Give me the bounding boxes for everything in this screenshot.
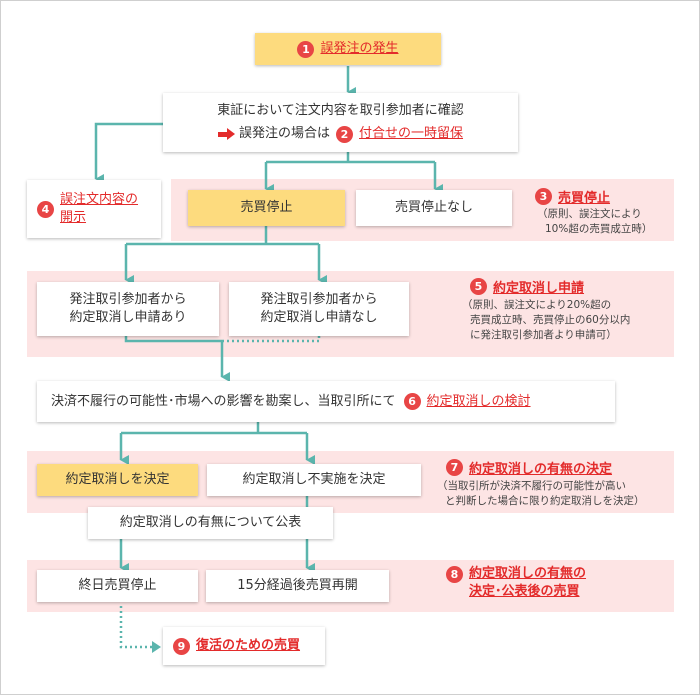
cancel-request-yes-box: 発注取引参加者から 約定取消し申請あり [37,282,219,336]
step-9-number: 9 [173,637,190,655]
consider-box: 決済不履行の可能性･市場への影響を勘案し、当取引所にて 6 約定取消しの検討 [37,381,615,422]
arrow-confirm-split [266,152,435,164]
halt-box: 売買停止 [188,190,345,226]
step-7-label: 7 約定取消しの有無の決定 [446,458,612,477]
step-9-link[interactable]: 復活のための売買 [196,638,301,653]
cancel-request-yes-line1: 発注取引参加者から [69,292,187,307]
step-6-link[interactable]: 約定取消しの検討 [426,393,531,409]
step-1-box: 1 誤発注の発生 [255,33,441,65]
step-2-number: 2 [336,125,353,143]
step-7-link[interactable]: 約定取消しの有無の決定 [469,462,613,477]
step-5-note-line2: 売買成立時、売買停止の60分以内 [470,314,631,326]
step-7-note-line2: と判断した場合に限り約定取消しを決定） [445,495,645,507]
cancel-request-no-line1: 発注取引参加者から [260,292,378,307]
cancel-request-no-line2: 約定取消し申請なし [260,310,378,325]
step-3-note: （原則、誤注文により 10%超の売買成立時） [537,207,652,237]
arrow-halt-split [126,226,319,246]
arrow-allday-to-9-dotted [119,606,153,649]
announce-box: 約定取消しの有無について公表 [88,507,333,539]
step-5-note: （原則、誤注文により20%超の 売買成立時、売買停止の60分以内 に発注取引参加… [462,298,630,343]
step-1-link[interactable]: 誤発注の発生 [320,41,399,56]
no-halt-box: 売買停止なし [356,190,512,226]
step-4-link-line2[interactable]: 開示 [60,210,87,225]
step-5-link[interactable]: 約定取消し申請 [493,281,585,296]
step-1-number: 1 [297,40,315,58]
step-4-number: 4 [37,200,54,218]
cancel-decided-box: 約定取消しを決定 [37,464,198,496]
confirm-line2: 誤発注の場合は 2 付合せの一時留保 [217,125,464,143]
confirm-line2-prefix: 誤発注の場合は [238,126,330,141]
cancel-request-yes-line2: 約定取消し申請あり [69,310,187,325]
step-5-note-line1: （原則、誤注文により20%超の [462,299,612,311]
step-7-note-line1: （当取引所が決済不履行の可能性が高い [437,480,626,492]
confirm-line1: 東証において注文内容を取引参加者に確認 [217,103,464,118]
step-2-link[interactable]: 付合せの一時留保 [359,126,464,141]
red-arrow-head-icon [226,128,235,140]
step-7-number: 7 [446,459,463,476]
step-3-note-line2: 10%超の売買成立時） [545,223,653,235]
arrow-req-no-dotted [222,336,321,343]
confirm-box: 東証において注文内容を取引参加者に確認 誤発注の場合は 2 付合せの一時留保 [163,93,518,152]
arrow-consider-split [121,422,307,435]
cancel-not-box: 約定取消し不実施を決定 [207,464,421,496]
step-3-link[interactable]: 売買停止 [558,191,611,206]
step-8-number: 8 [446,566,463,583]
step-5-number: 5 [470,278,487,295]
consider-text: 決済不履行の可能性･市場への影響を勘案し、当取引所にて [51,393,396,409]
step-8-label: 8 約定取消しの有無の 決定･公表後の売買 [446,565,586,601]
arrow-confirm-to-4 [94,122,163,184]
arrow-head-to-9 [152,641,161,653]
step-3-number: 3 [535,188,552,205]
step-8-text: 約定取消しの有無の 決定･公表後の売買 [469,565,586,601]
step-4-link-line1[interactable]: 誤注文内容の [60,192,139,207]
step-4-box: 4 誤注文内容の 開示 [27,180,161,238]
step-3-label: 3 売買停止 [535,187,610,206]
red-arrow-icon [217,131,227,137]
arrow-req-yes-merge [124,336,222,343]
step-5-label: 5 約定取消し申請 [470,277,584,296]
step-3-note-line1: （原則、誤注文により [537,208,642,220]
resume-box: 15分経過後売買再開 [206,570,389,602]
step-8-link-line2[interactable]: 決定･公表後の売買 [469,584,580,599]
cancel-request-no-box: 発注取引参加者から 約定取消し申請なし [229,282,409,336]
step-8-link-line1[interactable]: 約定取消しの有無の [469,566,587,581]
allday-halt-box: 終日売買停止 [37,570,198,602]
step-5-note-line3: に発注取引参加者より申請可） [470,329,617,341]
step-6-number: 6 [403,393,421,410]
step-9-box: 9 復活のための売買 [163,627,325,665]
step-7-note: （当取引所が決済不履行の可能性が高い と判断した場合に限り約定取消しを決定） [437,479,645,509]
step-4-label: 誤注文内容の 開示 [60,191,138,227]
